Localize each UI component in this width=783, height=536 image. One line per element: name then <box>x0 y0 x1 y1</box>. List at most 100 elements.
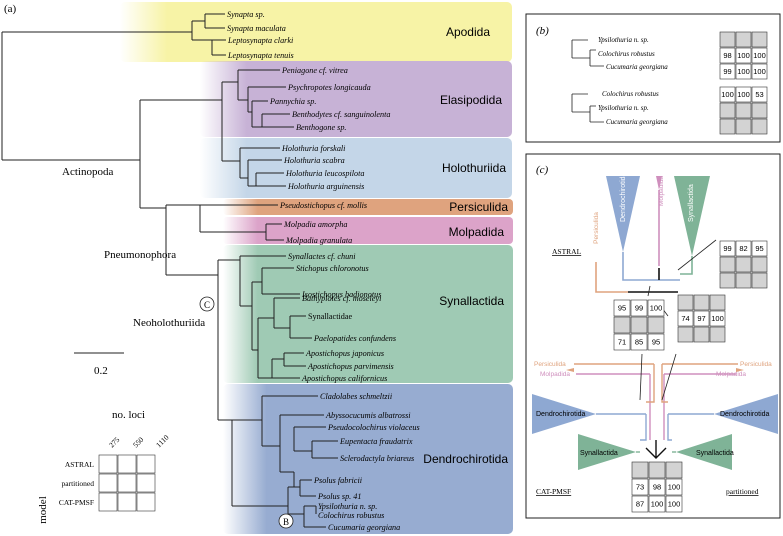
support-cell <box>735 256 752 273</box>
support-cell <box>631 495 649 513</box>
node-neoholothuriida: Neoholothuriida <box>133 317 205 329</box>
support-cell <box>98 492 118 512</box>
taxon-label: Abyssocucumis albatrossi <box>325 411 411 420</box>
support-cell <box>693 326 710 343</box>
support-cell <box>719 86 736 103</box>
b-tree1-taxon-1: Ypsilothuria n. sp. <box>598 36 649 44</box>
support-cell <box>117 492 137 512</box>
taxon-label: Leptosynapta clarki <box>227 36 294 45</box>
clade-synallactida: Synallactida <box>439 294 504 308</box>
c-bot-right-dendro <box>714 394 778 434</box>
taxon-label: Peniagone cf. vitrea <box>281 66 348 75</box>
support-value: 74 <box>681 314 689 323</box>
support-cell <box>735 102 752 119</box>
legend: no. loci 275 550 1110 model ASTRAL parti… <box>37 409 171 524</box>
taxon-label: Synapta maculata <box>227 24 286 33</box>
support-cell <box>709 310 726 327</box>
taxon-label: Benthodytes cf. sanguinolenta <box>292 110 390 119</box>
support-cell <box>665 478 683 496</box>
support-cell <box>751 47 768 64</box>
support-cell <box>630 333 648 351</box>
support-value: 100 <box>650 304 663 313</box>
support-cell <box>751 256 768 273</box>
node-marker-c-label: C <box>204 300 210 310</box>
support-cell <box>719 47 736 64</box>
support-value: 73 <box>636 483 644 492</box>
taxon-label: Cladolabes schmeltzii <box>320 392 393 401</box>
panel-b-label: (b) <box>536 25 549 37</box>
legend-title: no. loci <box>112 409 145 421</box>
c-bot-left-dendro <box>532 394 596 434</box>
taxon-label: Isostichopus badionotus <box>301 290 381 299</box>
taxon-label: Synallactes cf. chuni <box>288 252 356 261</box>
node-marker-c <box>199 296 215 312</box>
support-cell <box>677 294 694 311</box>
clade-dendrochirotida: Dendrochirotida <box>423 452 508 466</box>
support-value: 100 <box>737 51 750 60</box>
support-value: 99 <box>635 304 643 313</box>
support-cell <box>631 478 649 496</box>
support-value: 95 <box>652 338 660 347</box>
support-cell <box>709 326 726 343</box>
support-cell <box>98 473 118 493</box>
support-cell <box>117 473 137 493</box>
support-cell <box>98 454 118 474</box>
taxon-label: Bathyplotes cf. moseleyi <box>302 294 382 303</box>
taxon-label: Paelopatides confundens <box>313 334 396 343</box>
legend-row-catpmsf: CAT-PMSF <box>59 498 94 507</box>
c-connectors <box>639 239 717 401</box>
support-cell <box>613 299 631 317</box>
support-cell <box>648 478 666 496</box>
support-cell <box>719 256 736 273</box>
support-value: 98 <box>723 51 731 60</box>
clade-apodida: Apodida <box>446 25 490 39</box>
c-bot-left-molpa-label: Molpadida <box>540 371 570 378</box>
taxon-label: Pannychia sp. <box>269 97 316 106</box>
taxon-label: Holothuria forskali <box>281 144 346 153</box>
c-top-dendro-label: Dendrochirotida <box>620 172 627 222</box>
support-cell <box>735 118 752 135</box>
node-pneumonophora: Pneumonophora <box>104 249 176 261</box>
support-value: 99 <box>723 244 731 253</box>
holothuriida-band <box>200 138 512 198</box>
support-cell <box>719 102 736 119</box>
b-tree2-taxon-2: Ypsilothuria n. sp. <box>598 104 649 112</box>
taxon-label: Apostichopus parvimensis <box>307 362 394 371</box>
c-bot-right-synall-label: Synallactida <box>696 450 734 457</box>
support-value: 100 <box>651 500 664 509</box>
support-cell <box>630 299 648 317</box>
support-cell <box>751 118 768 135</box>
molpadida-band <box>223 217 513 244</box>
panel-b-trees <box>571 39 604 123</box>
panel-b-frame <box>525 13 781 143</box>
support-value: 87 <box>636 500 644 509</box>
support-cell <box>613 333 631 351</box>
node-marker-b <box>278 513 294 529</box>
legend-grid <box>98 454 156 512</box>
support-cell <box>735 240 752 257</box>
taxon-label: Stichopus chloronotus <box>296 264 369 273</box>
support-value: 95 <box>618 304 626 313</box>
taxon-label: Sclerodactyla briareus <box>340 454 414 463</box>
c-bot-left-persi-label: Persiculida <box>534 361 566 368</box>
taxon-label: Cucumaria georgiana <box>328 523 400 532</box>
clade-elasipodida: Elasipodida <box>440 93 502 107</box>
support-cell <box>693 310 710 327</box>
c-top-dendro-triangle <box>606 176 640 252</box>
taxon-label: Molpadia amorpha <box>283 220 347 229</box>
support-cell <box>647 333 665 351</box>
taxa-labels: Synapta sp. Synapta maculata Leptosynapt… <box>227 10 420 532</box>
support-cell <box>751 31 768 48</box>
support-cell <box>665 461 683 479</box>
c-method-partitioned: partitioned <box>726 487 759 496</box>
support-cell <box>647 299 665 317</box>
support-value: 100 <box>753 67 766 76</box>
support-cell <box>693 294 710 311</box>
taxon-label: Ypsilothuria n. sp. <box>318 502 377 511</box>
support-value: 99 <box>723 67 731 76</box>
legend-col-275: 275 <box>107 435 121 449</box>
legend-col-550: 550 <box>131 435 145 449</box>
